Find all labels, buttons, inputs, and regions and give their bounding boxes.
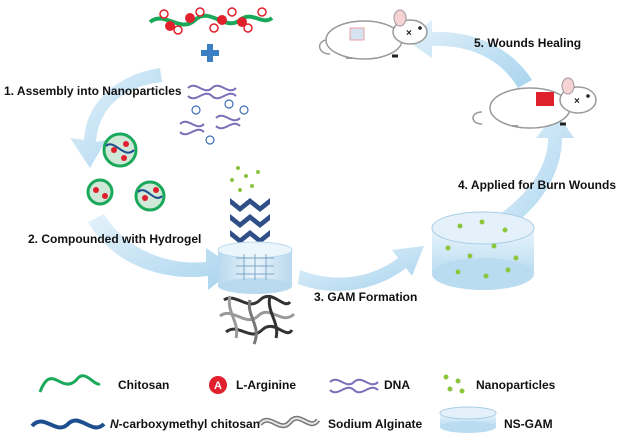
dna-charges bbox=[191, 99, 249, 145]
hydrogel-cylinder bbox=[217, 241, 293, 294]
legend-chitosan-label: Chitosan bbox=[118, 378, 170, 392]
svg-text:A: A bbox=[214, 380, 222, 392]
legend-arginine-icon: A bbox=[209, 376, 227, 394]
downward-chevrons bbox=[230, 198, 270, 244]
legend-alginate-icon bbox=[258, 415, 321, 429]
step4-label: 4. Applied for Burn Wounds bbox=[458, 178, 616, 192]
arrow-step3 bbox=[298, 246, 424, 291]
nanoparticle-complexes bbox=[86, 132, 166, 212]
legend-nanoparticles-icon bbox=[443, 374, 465, 394]
step3-label: 3. GAM Formation bbox=[314, 290, 418, 304]
arrow-step5 bbox=[406, 20, 532, 88]
dna-molecules bbox=[179, 84, 241, 136]
falling-nanoparticles bbox=[230, 166, 260, 192]
legend-alginate-label: Sodium Alginate bbox=[328, 417, 423, 431]
legend-dna-label: DNA bbox=[384, 378, 410, 392]
legend-ns-gam-icon bbox=[439, 406, 497, 433]
legend-cmc-label: N-carboxymethyl chitosan bbox=[110, 417, 261, 431]
ns-gam-dish bbox=[431, 211, 535, 290]
legend-arginine-label: L-Arginine bbox=[236, 378, 296, 392]
svg-text:×: × bbox=[406, 28, 412, 39]
svg-text:×: × bbox=[574, 96, 580, 107]
arrow-step1 bbox=[70, 68, 162, 168]
arrow-step4 bbox=[500, 112, 574, 226]
mouse-burn-wound: × bbox=[472, 77, 597, 129]
arrow-step2 bbox=[88, 214, 236, 290]
legend-cmc-icon bbox=[30, 418, 106, 430]
chitosan-arginine-strand bbox=[148, 7, 274, 35]
legend-dna-icon bbox=[329, 378, 379, 394]
step2-label: 2. Compounded with Hydrogel bbox=[28, 232, 202, 246]
step1-label: 1. Assembly into Nanoparticles bbox=[4, 84, 182, 98]
legend-chitosan-icon bbox=[38, 374, 101, 393]
polymer-network bbox=[219, 294, 296, 345]
mouse-healed: × bbox=[318, 9, 428, 60]
legend-ns-gam-label: NS-GAM bbox=[504, 417, 553, 431]
plus-icon bbox=[201, 44, 219, 62]
legend-nanoparticles-label: Nanoparticles bbox=[476, 378, 556, 392]
step5-label: 5. Wounds Healing bbox=[474, 36, 582, 50]
